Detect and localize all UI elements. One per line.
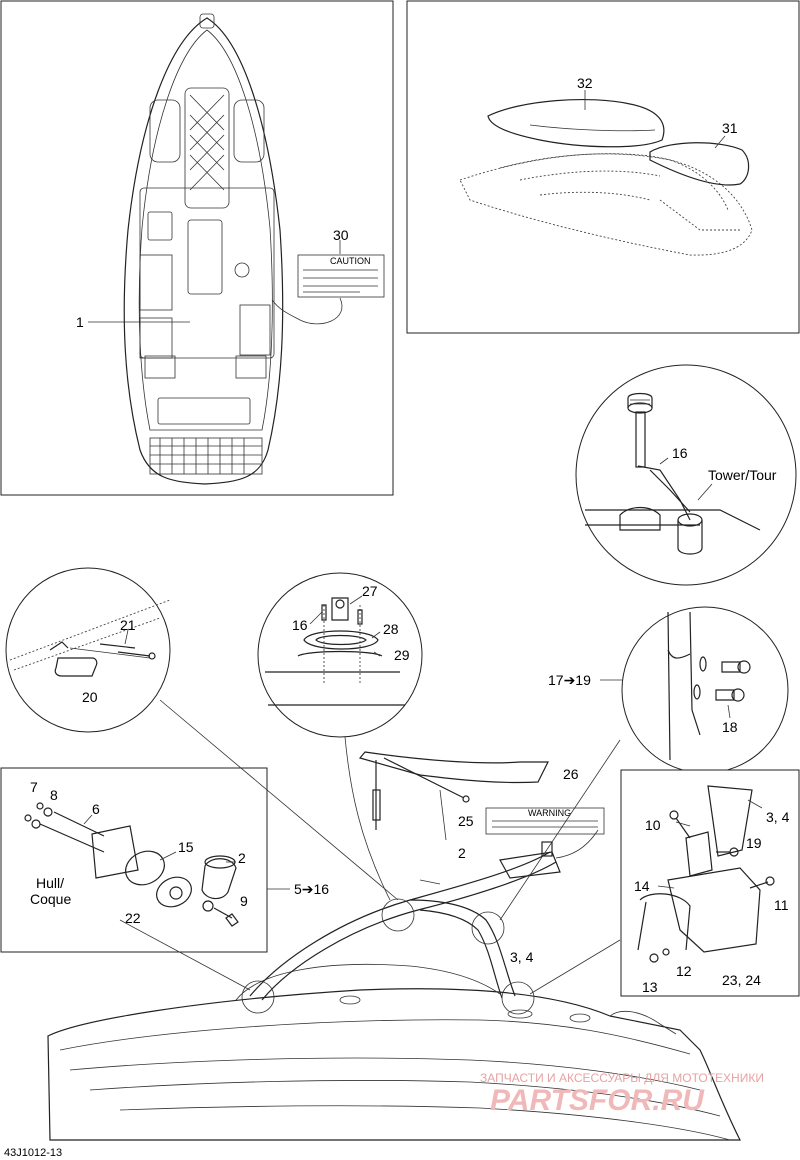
callout-31: 31	[722, 120, 738, 136]
boat-top-view	[123, 13, 284, 485]
callout-7: 7	[30, 779, 38, 795]
caution-decal-title: CAUTION	[330, 256, 371, 266]
tower-label: Tower/Tour	[708, 467, 777, 483]
hardware-parts	[24, 802, 239, 927]
watermark-line1: ЗАПЧАСТИ И АКСЕССУАРЫ ДЛЯ МОТОТЕХНИКИ	[480, 1071, 764, 1085]
upper-mount-circle	[381, 898, 415, 932]
figure-code: 43J1012-13	[4, 1147, 62, 1159]
callout-16-plate: 16	[292, 617, 308, 633]
callout-23-24: 23, 24	[722, 972, 761, 988]
callout-20: 20	[82, 689, 98, 705]
bracket-assembly	[637, 785, 775, 963]
callout-3-4-tower: 3, 4	[510, 949, 534, 965]
callout-1: 1	[76, 314, 84, 330]
callout-15: 15	[178, 839, 194, 855]
watermark-line2: PARTSFOR.RU	[490, 1084, 705, 1117]
callout-8: 8	[50, 787, 58, 803]
warning-decal-title: WARNING	[528, 808, 571, 818]
caution-decal-30	[297, 254, 385, 298]
base-plate-detail-circle	[257, 572, 423, 738]
callout-10: 10	[645, 817, 661, 833]
cover-31	[649, 142, 750, 186]
callout-27: 27	[362, 583, 378, 599]
covers-panel	[406, 0, 800, 334]
bolt-assembly	[667, 611, 751, 761]
callout-2-hw: 2	[238, 850, 246, 866]
callout-29: 29	[394, 647, 410, 663]
callout-11: 11	[774, 897, 789, 913]
callout-22: 22	[125, 910, 141, 926]
callout-32: 32	[577, 75, 593, 91]
tower-light-assembly	[585, 392, 761, 555]
callout-2-tower: 2	[458, 845, 466, 861]
callout-26: 26	[563, 766, 579, 782]
callout-18: 18	[722, 719, 738, 735]
callout-3-4-bracket: 3, 4	[766, 809, 790, 825]
callout-16-tower: 16	[672, 445, 688, 461]
boat-cover-outline	[459, 153, 753, 256]
top-view-panel	[0, 0, 394, 496]
wakeboard-tower	[241, 841, 561, 1015]
callout-30: 30	[333, 227, 349, 243]
callout-6: 6	[92, 801, 100, 817]
callout-5-16: 5➔16	[294, 881, 329, 897]
bracket-panel	[620, 769, 800, 997]
warning-decal-25	[485, 807, 605, 835]
callout-14: 14	[634, 878, 650, 894]
cover-32	[487, 98, 665, 148]
lower-mount-circle-left	[241, 980, 275, 1014]
callout-9: 9	[240, 893, 248, 909]
rear-mount-circle	[471, 911, 505, 945]
hardware-panel	[0, 767, 268, 953]
lower-mount-circle-right	[501, 981, 535, 1015]
callout-17-19: 17➔19	[548, 672, 591, 688]
coque-label: Coque	[30, 891, 71, 907]
callout-25: 25	[458, 813, 474, 829]
mirror-assembly	[9, 599, 171, 677]
bolt-detail-circle	[621, 606, 789, 774]
hull-label: Hull/	[36, 875, 64, 891]
callout-28: 28	[383, 621, 399, 637]
base-plate-assembly	[265, 597, 405, 706]
board-rack-26	[358, 751, 549, 830]
callout-12: 12	[676, 963, 692, 979]
callout-21: 21	[120, 617, 136, 633]
callout-13: 13	[642, 979, 658, 995]
callout-19: 19	[746, 835, 762, 851]
